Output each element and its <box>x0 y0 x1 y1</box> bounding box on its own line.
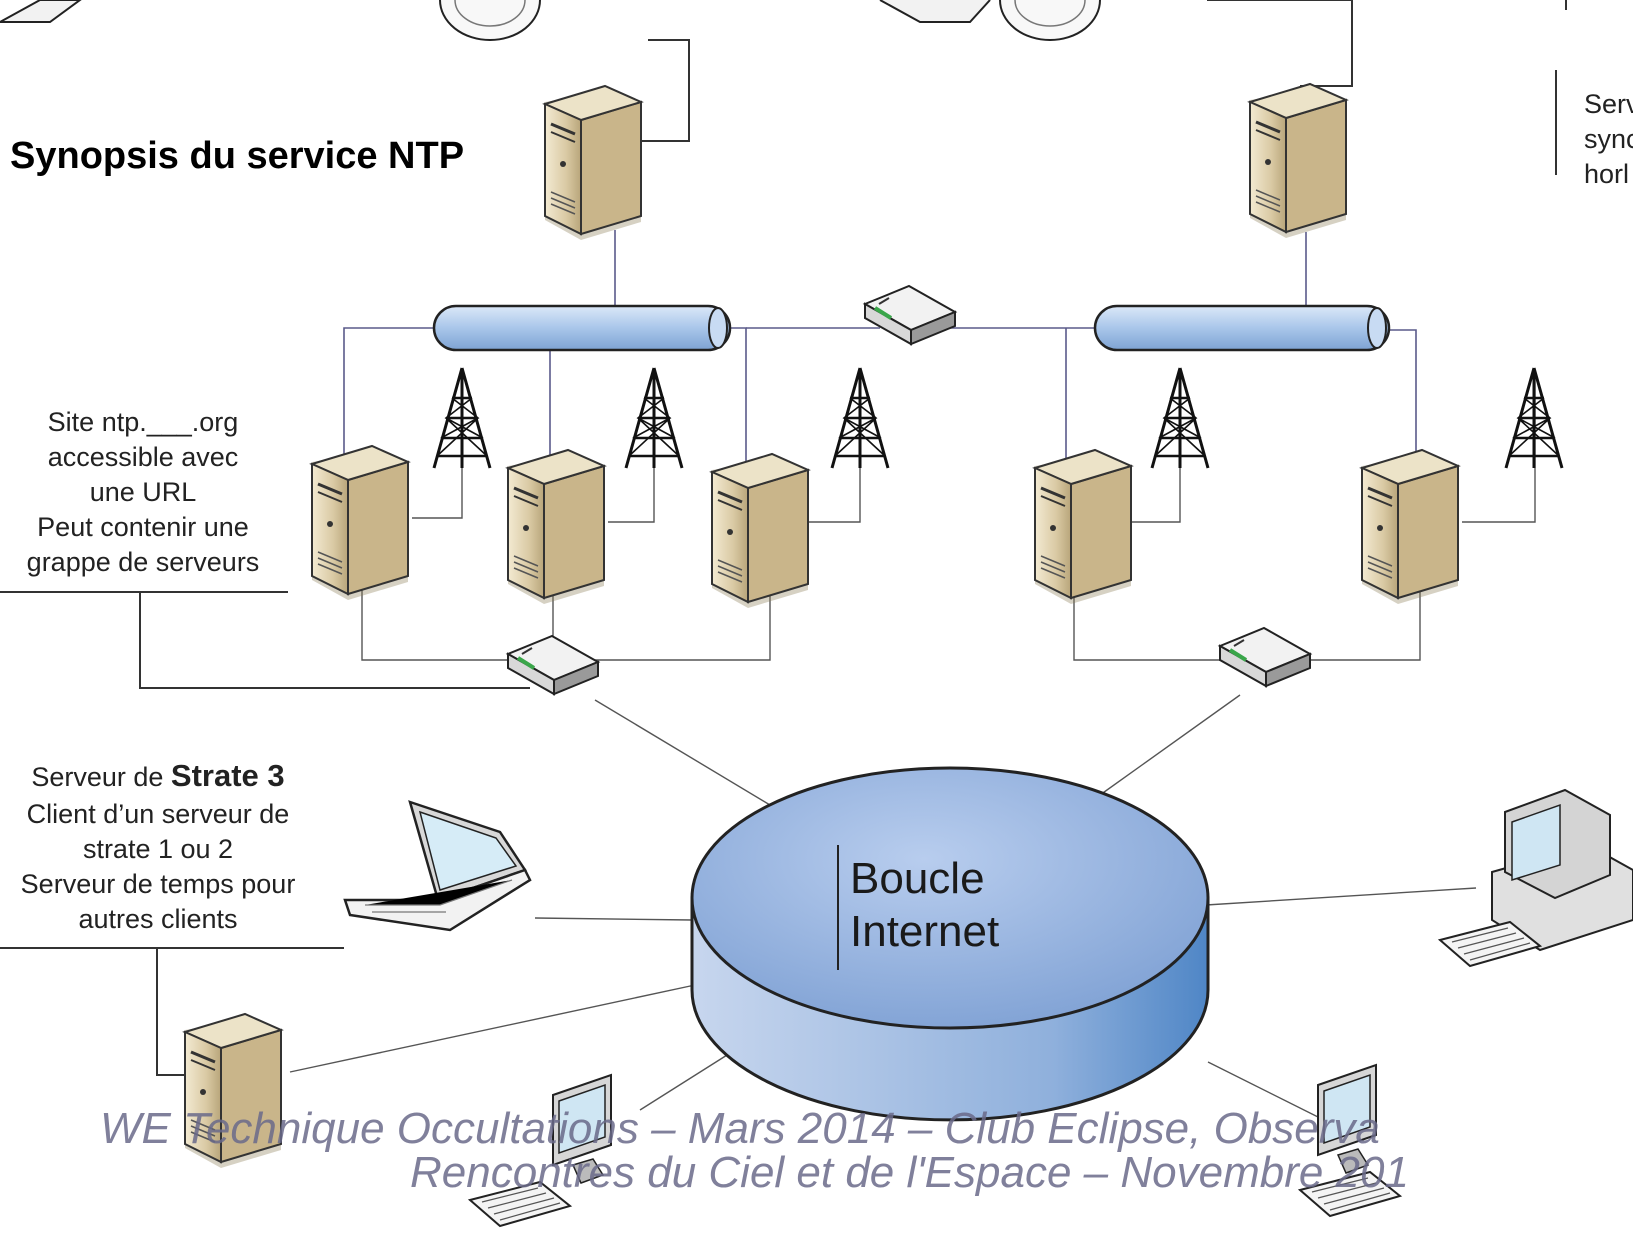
antenna-tower-icon <box>432 366 492 470</box>
cloud-label-line: Boucle <box>850 854 985 903</box>
laptop-icon <box>343 800 532 932</box>
top-center-device-group <box>879 0 1101 41</box>
server-icon <box>1248 82 1348 240</box>
server-icon <box>310 444 410 602</box>
strate3-heading: Serveur de Strate 3 <box>31 758 284 793</box>
strate3-line: autres clients <box>78 904 237 934</box>
internet-loop-cylinder <box>690 766 1210 1122</box>
cloud-label-line: Internet <box>850 907 999 956</box>
site-note-line: Site ntp.___.org <box>48 407 239 437</box>
top-right-note-line: Serv <box>1584 89 1633 119</box>
strate3-prefix: Serveur de <box>31 762 171 792</box>
cloud-label: Boucle Internet <box>850 854 999 956</box>
network-bus-left <box>432 304 732 352</box>
strate3-line: strate 1 ou 2 <box>83 834 233 864</box>
strate3-line: Client d’un serveur de <box>27 799 290 829</box>
top-left-device-group <box>0 0 541 41</box>
server-icon <box>506 448 606 606</box>
antenna-tower-icon <box>1150 366 1210 470</box>
server-icon <box>1360 448 1460 606</box>
antenna-tower-icon <box>830 366 890 470</box>
site-note-line: Peut contenir une <box>37 512 249 542</box>
footer-line: Rencontres du Ciel et de l'Espace – Nove… <box>410 1148 1409 1197</box>
strate3-line: Serveur de temps pour <box>21 869 296 899</box>
server-icon <box>1033 448 1133 606</box>
strate3-bold: Strate 3 <box>171 758 285 793</box>
top-right-note-line: sync <box>1584 124 1633 154</box>
server-icon <box>710 452 810 610</box>
antenna-tower-icon <box>1504 366 1564 470</box>
server-icon <box>543 84 643 242</box>
router-icon <box>506 634 600 696</box>
clock-icon <box>439 0 541 41</box>
page-title: Synopsis du service NTP <box>10 135 464 177</box>
strate3-note: Serveur de Strate 3 Client d’un serveur … <box>21 758 296 934</box>
top-right-note: Serv sync horl <box>1584 89 1633 189</box>
site-note-line: grappe de serveurs <box>27 547 260 577</box>
router-icon <box>879 0 991 23</box>
site-note-line: une URL <box>90 477 197 507</box>
router-icon <box>863 284 957 346</box>
router-icon <box>1218 626 1312 688</box>
network-bus-right <box>1093 304 1391 352</box>
clock-icon <box>999 0 1101 41</box>
antenna-tower-icon <box>624 366 684 470</box>
top-right-note-line: horl <box>1584 159 1629 189</box>
site-note-line: accessible avec <box>48 442 239 472</box>
router-icon <box>0 0 82 23</box>
footer-line: WE Technique Occultations – Mars 2014 – … <box>100 1104 1380 1153</box>
footer: WE Technique Occultations – Mars 2014 – … <box>100 1104 1409 1197</box>
desktop-computer-icon <box>1439 788 1633 967</box>
site-note: Site ntp.___.org accessible avec une URL… <box>27 407 260 577</box>
